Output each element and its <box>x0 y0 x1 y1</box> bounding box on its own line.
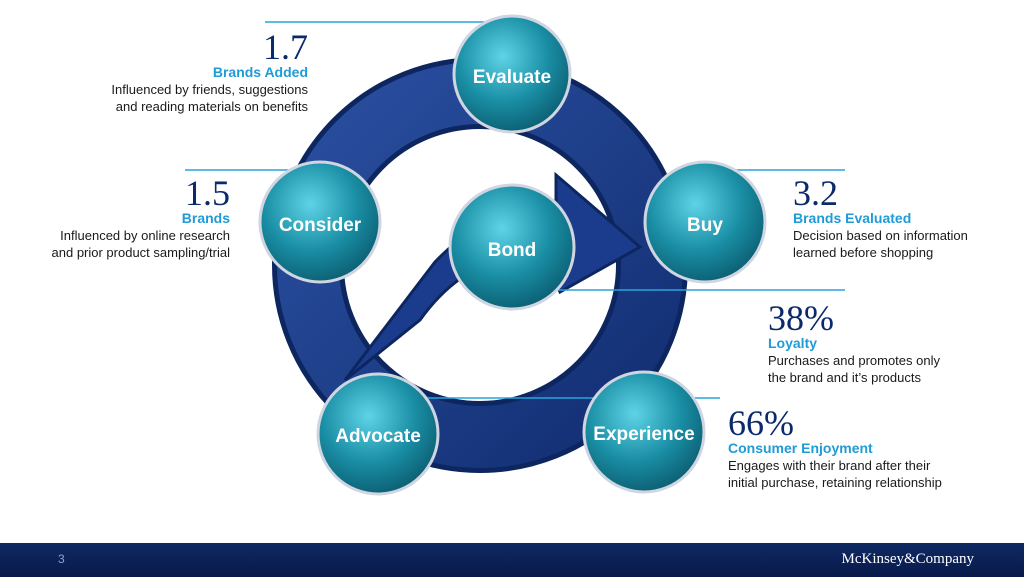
node-buy-label: Buy <box>687 215 723 236</box>
node-consider: Consider <box>258 160 382 284</box>
callout-consider-stat: 1.5 <box>185 173 230 213</box>
node-bond-label: Bond <box>488 240 537 261</box>
node-experience: Experience <box>582 370 706 494</box>
callout-evaluate: 1.7 Brands Added Influenced by friends, … <box>111 27 308 115</box>
callout-bond: 38% Loyalty Purchases and promotes only … <box>768 298 940 386</box>
footer-bar: 3 McKinsey&Company <box>0 543 1024 577</box>
node-evaluate-label: Evaluate <box>473 67 551 88</box>
callout-buy-desc-1: Decision based on information <box>793 228 968 243</box>
callout-consider-title: Brands <box>181 210 230 226</box>
callout-experience: 66% Consumer Enjoyment Engages with thei… <box>728 403 942 491</box>
node-bond: Bond <box>448 183 576 311</box>
callout-evaluate-title: Brands Added <box>212 64 308 80</box>
node-consider-label: Consider <box>279 215 362 236</box>
callout-evaluate-desc-1: Influenced by friends, suggestions <box>111 82 308 97</box>
callout-experience-desc-1: Engages with their brand after their <box>728 458 931 473</box>
node-buy: Buy <box>643 160 767 284</box>
node-evaluate: Evaluate <box>452 14 572 134</box>
callout-consider-desc-2: and prior product sampling/trial <box>51 245 230 260</box>
node-experience-label: Experience <box>593 424 694 445</box>
page-number: 3 <box>58 552 65 566</box>
callout-evaluate-stat: 1.7 <box>263 27 308 67</box>
callout-buy: 3.2 Brands Evaluated Decision based on i… <box>793 173 968 261</box>
callout-experience-desc-2: initial purchase, retaining relationship <box>728 475 942 490</box>
callout-buy-stat: 3.2 <box>793 173 838 213</box>
brand-logo-text: McKinsey&Company <box>841 551 975 567</box>
node-advocate: Advocate <box>316 372 440 496</box>
node-advocate-label: Advocate <box>335 426 421 447</box>
callout-bond-desc-1: Purchases and promotes only <box>768 353 940 368</box>
callout-experience-title: Consumer Enjoyment <box>728 440 873 456</box>
callout-bond-title: Loyalty <box>768 335 818 351</box>
callout-buy-desc-2: learned before shopping <box>793 245 934 260</box>
callout-consider-desc-1: Influenced by online research <box>60 228 230 243</box>
callout-consider: 1.5 Brands Influenced by online research… <box>51 173 230 261</box>
journey-diagram: Evaluate Consider Buy Bond Advocate Expe… <box>185 14 845 496</box>
callout-evaluate-desc-2: and reading materials on benefits <box>115 99 308 114</box>
callout-bond-desc-2: the brand and it’s products <box>768 370 921 385</box>
callout-experience-stat: 66% <box>728 403 794 443</box>
callout-bond-stat: 38% <box>768 298 834 338</box>
callout-buy-title: Brands Evaluated <box>793 210 912 226</box>
